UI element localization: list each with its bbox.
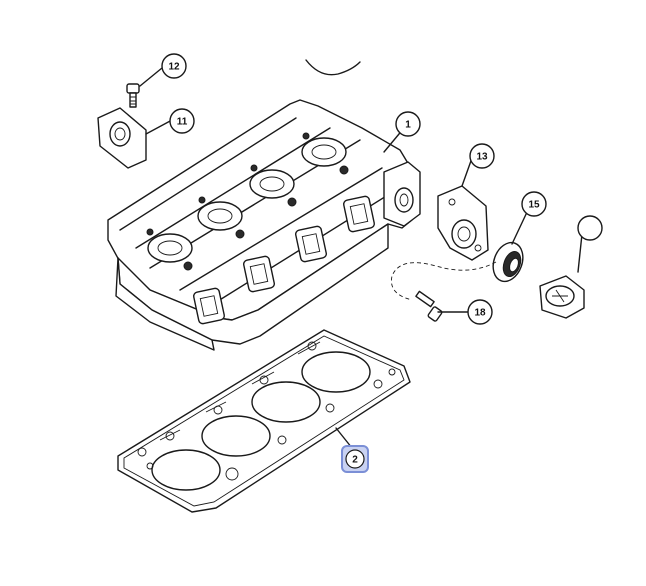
partial-part-outline (305, 59, 361, 76)
cylinder-head-1 (107, 99, 421, 351)
bolt-12 (126, 83, 140, 108)
leader-lines (139, 67, 583, 449)
callout-18[interactable]: 18 (467, 299, 493, 325)
callout-partial-offpage (577, 215, 603, 241)
bolt-18 (415, 290, 443, 322)
svg-text:2: 2 (352, 455, 358, 466)
svg-text:13: 13 (476, 152, 488, 163)
callout-1[interactable]: 1 (395, 111, 421, 137)
lifting-bracket-11 (97, 107, 147, 169)
thermostat (539, 275, 585, 319)
outlet-housing-13 (437, 185, 489, 261)
callout-15[interactable]: 15 (521, 191, 547, 217)
svg-text:1: 1 (405, 120, 411, 131)
seal-15 (492, 241, 524, 283)
svg-text:15: 15 (528, 200, 540, 211)
hose-dashed-line (390, 261, 497, 301)
gasket-bore-2 (201, 415, 271, 457)
callout-11[interactable]: 11 (169, 108, 195, 134)
svg-text:18: 18 (474, 308, 486, 319)
callout-2[interactable]: 2 (341, 445, 369, 473)
svg-text:11: 11 (177, 117, 188, 128)
gasket-bore-1 (151, 449, 221, 491)
callout-13[interactable]: 13 (469, 143, 495, 169)
valve-towers (146, 132, 349, 271)
head-gasket-2 (117, 329, 411, 513)
gasket-bore-4 (301, 351, 371, 393)
callout-12[interactable]: 12 (161, 53, 187, 79)
intake-ports (193, 195, 375, 325)
gasket-bore-3 (251, 381, 321, 423)
svg-text:12: 12 (168, 62, 180, 73)
